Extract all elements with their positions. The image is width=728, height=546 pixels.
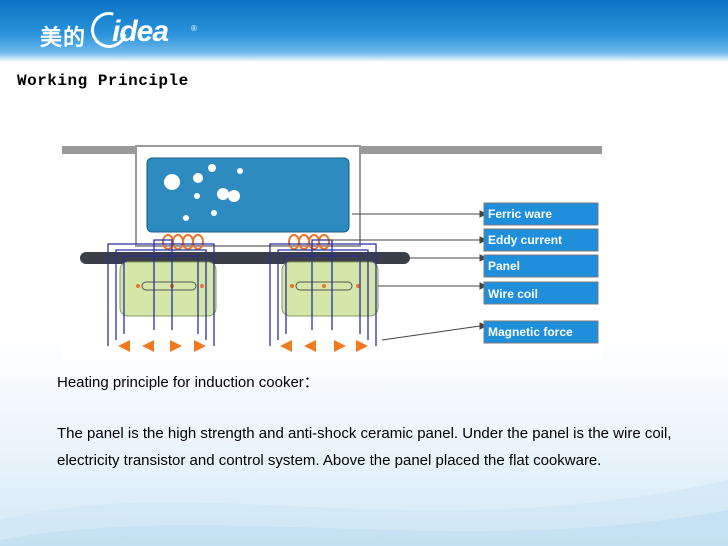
bubble — [208, 164, 216, 172]
bubble — [217, 188, 229, 200]
decorative-background-swoosh — [0, 480, 728, 546]
ceramic-panel — [80, 252, 410, 264]
label-panel: Panel — [483, 254, 599, 278]
bubble — [164, 174, 180, 190]
header-band: 美的 idea ® — [0, 0, 728, 62]
eddy-current-right — [288, 234, 330, 250]
brand-english-name: idea — [112, 15, 169, 48]
svg-text:Ferric ware: Ferric ware — [488, 207, 552, 221]
magnetic-force-arrows — [118, 340, 368, 352]
magnetic-field-lines — [107, 239, 377, 346]
bubble — [237, 168, 243, 174]
diagram-caption: Heating principle for induction cooker： — [57, 374, 319, 391]
bubble — [228, 190, 240, 202]
wire-coil-left — [119, 261, 217, 317]
bubble — [193, 173, 203, 183]
svg-text:Panel: Panel — [488, 259, 520, 273]
svg-text:Magnetic force: Magnetic force — [488, 325, 573, 339]
wire-coil-right — [281, 261, 379, 317]
body-paragraph: The panel is the high strength and anti-… — [57, 425, 672, 469]
svg-text:Wire coil: Wire coil — [488, 287, 538, 301]
bubble — [183, 215, 189, 221]
induction-cooker-diagram: Ferric ware Eddy current Panel Wire coil… — [62, 140, 602, 358]
liquid-in-pot — [146, 157, 350, 233]
svg-text:Eddy current: Eddy current — [488, 233, 562, 247]
bubble — [194, 193, 200, 199]
bubble — [211, 210, 217, 216]
label-eddy-current: Eddy current — [483, 228, 599, 252]
trademark-symbol: ® — [191, 24, 197, 33]
brand-chinese-name: 美的 — [40, 26, 87, 51]
label-wire-coil: Wire coil — [483, 281, 599, 305]
label-ferric-ware: Ferric ware — [483, 202, 599, 226]
label-magnetic-force: Magnetic force — [483, 320, 599, 344]
eddy-current-left — [162, 234, 204, 250]
label-leader-lines — [328, 210, 488, 341]
page-title: Working Principle — [17, 72, 189, 90]
